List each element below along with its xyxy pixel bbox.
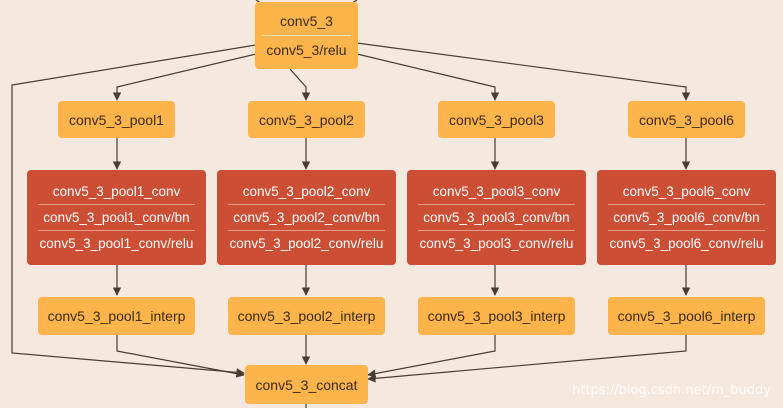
pool3-conv-relu-label: conv5_3_pool3_conv/relu [417,230,576,256]
pool3-conv-label: conv5_3_pool3_conv [432,184,561,199]
pool6-conv-label: conv5_3_pool6_conv [622,184,751,199]
pool3-interp-label: conv5_3_pool3_interp [427,308,566,324]
pool6-conv-relu-label: conv5_3_pool6_conv/relu [607,230,766,256]
conv5-3-label: conv5_3 [280,13,333,29]
edge-top-concat-skip [11,44,257,377]
edge-interp6-concat [367,335,687,383]
pool6-conv-node[interactable]: conv5_3_pool6_conv conv5_3_pool6_conv/bn… [597,170,776,265]
edge-top-pool3 [356,53,500,101]
pool3-interp-node[interactable]: conv5_3_pool3_interp [418,297,575,335]
edge-top-pool6 [356,42,691,101]
pool1-interp-label: conv5_3_pool1_interp [47,308,186,324]
pool1-label: conv5_3_pool1 [69,111,164,128]
pool1-interp-node[interactable]: conv5_3_pool1_interp [38,297,195,335]
pool3-conv-bn-label: conv5_3_pool3_conv/bn [417,204,576,230]
edge-interp1-concat [116,335,245,378]
watermark: https://blog.csdn.net/m_buddy [572,383,771,398]
pool1-conv-bn-label: conv5_3_pool1_conv/bn [37,204,196,230]
pool2-interp-node[interactable]: conv5_3_pool2_interp [228,297,385,335]
edge-interp3-concat [367,335,496,378]
pool6-label: conv5_3_pool6 [639,111,734,128]
pool6-conv-bn-label: conv5_3_pool6_conv/bn [607,204,766,230]
edge-top-pool1 [112,53,257,101]
pool2-conv-relu-label: conv5_3_pool2_conv/relu [227,230,386,256]
pool1-conv-node[interactable]: conv5_3_pool1_conv conv5_3_pool1_conv/bn… [27,170,206,265]
pool3-conv-node[interactable]: conv5_3_pool3_conv conv5_3_pool3_conv/bn… [407,170,586,265]
pool2-conv-label: conv5_3_pool2_conv [242,184,371,199]
pool3-label: conv5_3_pool3 [449,111,544,128]
pool2-interp-label: conv5_3_pool2_interp [237,308,376,324]
pool6-interp-node[interactable]: conv5_3_pool6_interp [608,297,765,335]
concat-node[interactable]: conv5_3_concat [245,365,368,404]
pool2-node[interactable]: conv5_3_pool2 [248,101,365,138]
pool6-interp-label: conv5_3_pool6_interp [617,308,756,324]
pool1-conv-label: conv5_3_pool1_conv [52,184,181,199]
pool2-conv-node[interactable]: conv5_3_pool2_conv conv5_3_pool2_conv/bn… [217,170,396,265]
pool3-node[interactable]: conv5_3_pool3 [438,101,555,138]
pool1-conv-relu-label: conv5_3_pool1_conv/relu [37,230,196,256]
pool6-node[interactable]: conv5_3_pool6 [628,101,745,138]
conv5-3-relu-label: conv5_3/relu [262,35,351,64]
edge-top-pool2 [289,68,311,101]
pool2-label: conv5_3_pool2 [259,111,354,128]
concat-label: conv5_3_concat [255,376,358,393]
pool1-node[interactable]: conv5_3_pool1 [58,101,175,138]
pool2-conv-bn-label: conv5_3_pool2_conv/bn [227,204,386,230]
conv5-3-node[interactable]: conv5_3 conv5_3/relu [255,2,358,69]
